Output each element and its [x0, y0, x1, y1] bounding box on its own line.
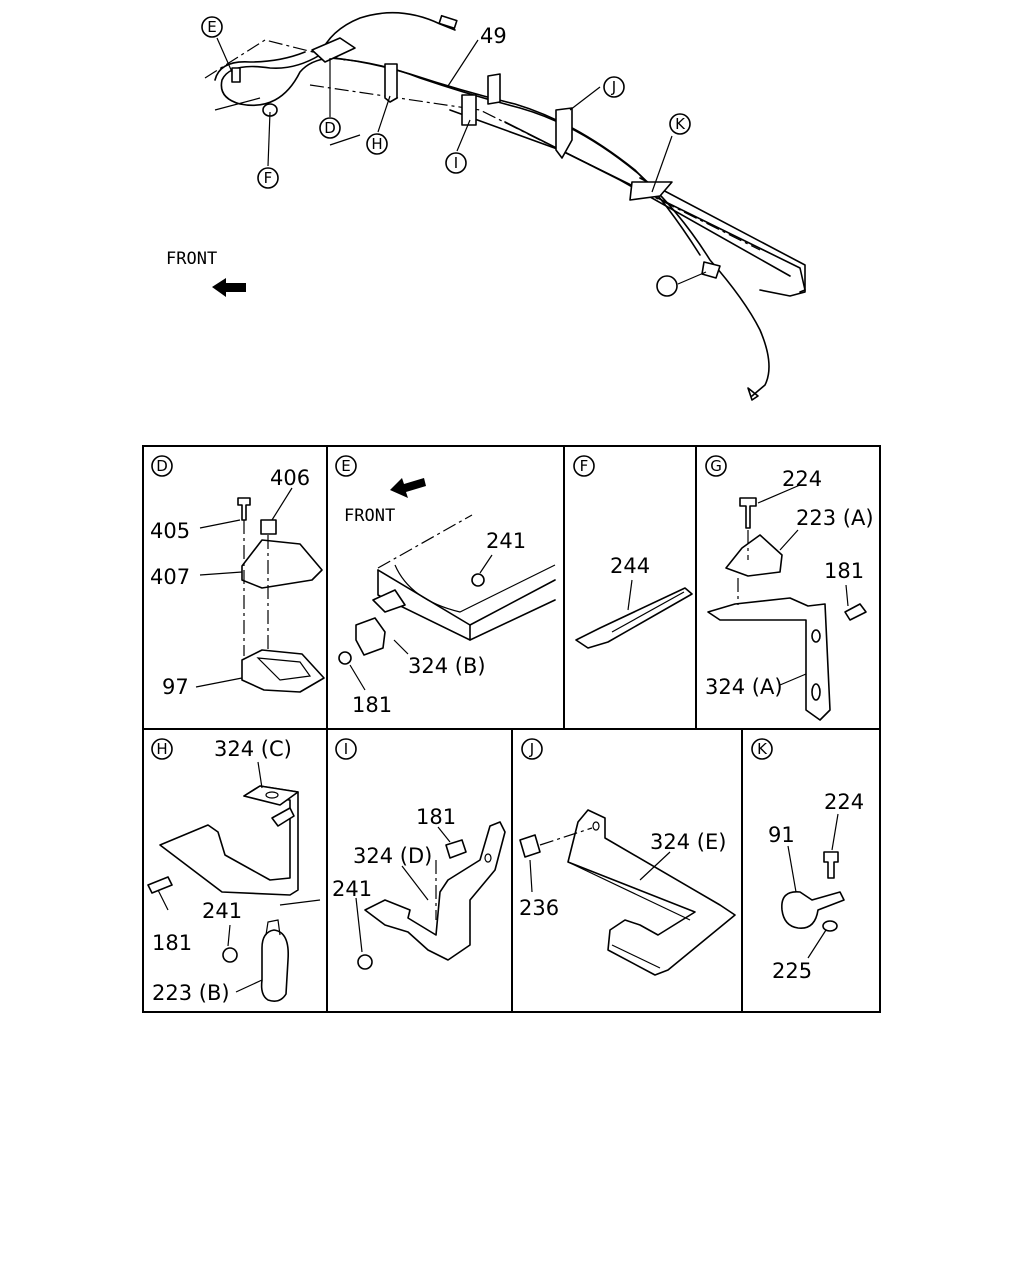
part-label-91: 91: [768, 823, 795, 847]
panel-H: H 324 (C) 181 241 223 (B): [147, 737, 321, 1005]
detail-grid: [142, 445, 881, 1013]
part-label-223-a: 223 (A): [796, 506, 874, 530]
part-label-225: 225: [772, 959, 812, 983]
svg-text:I: I: [454, 154, 458, 172]
svg-text:F: F: [264, 169, 273, 187]
callout-K: [656, 275, 678, 297]
callout-H: I: [445, 152, 467, 174]
overview-drawing: E D H I J K F 49 FRONT: [166, 11, 806, 401]
svg-text:H: H: [371, 135, 382, 153]
svg-text:J: J: [611, 78, 616, 96]
overview-leaders: [216, 37, 707, 285]
panel-G: G 224 223 (A) 181 324 (A): [705, 455, 874, 721]
part-label-324-b: 324 (B): [408, 654, 486, 678]
svg-text:E: E: [207, 18, 216, 36]
panel-K-callout: K: [757, 740, 768, 758]
part-label-223-b: 223 (B): [152, 981, 230, 1005]
svg-text:D: D: [324, 119, 336, 137]
panel-J-callout: J: [529, 740, 534, 758]
callout-F: F: [257, 167, 279, 189]
part-label-407: 407: [150, 565, 190, 589]
panel-D: D 406 405 407 97: [150, 455, 325, 699]
callout-J: K: [669, 113, 691, 135]
front-arrow-icon-detail: [390, 478, 426, 498]
panel-F-callout: F: [580, 457, 589, 475]
part-label-324-e: 324 (E): [650, 830, 726, 854]
part-label-406: 406: [270, 466, 310, 490]
part-label-241: 241: [486, 529, 526, 553]
panel-E-front-label: FRONT: [344, 506, 395, 526]
part-label-405: 405: [150, 519, 190, 543]
panel-H-callout: H: [156, 740, 167, 758]
callout-E: E: [201, 16, 223, 38]
part-label-181-h: 181: [152, 931, 192, 955]
part-label-241-i: 241: [332, 877, 372, 901]
panel-E-callout: E: [341, 457, 350, 475]
part-label-224: 224: [782, 467, 822, 491]
part-label-181-i: 181: [416, 805, 456, 829]
part-label-224-k: 224: [824, 790, 864, 814]
panel-K: K 224 91 225: [751, 738, 864, 983]
part-label-324-c: 324 (C): [214, 737, 292, 761]
panel-I-callout: I: [344, 740, 348, 758]
panel-G-callout: G: [710, 457, 722, 475]
brake-cable: [214, 11, 770, 401]
panel-I: I 181 324 (D) 241: [332, 738, 506, 970]
part-label-49: 49: [480, 24, 507, 48]
part-label-324-d: 324 (D): [353, 844, 432, 868]
front-label: FRONT: [166, 249, 217, 269]
part-label-241-h: 241: [202, 899, 242, 923]
callout-I: J: [603, 76, 625, 98]
part-label-324-a: 324 (A): [705, 675, 783, 699]
panel-F: F 244: [573, 455, 693, 649]
part-label-244: 244: [610, 554, 650, 578]
panel-E: E FRONT 241 324 (B) 181: [335, 455, 556, 717]
part-label-181: 181: [352, 693, 392, 717]
frame-rail: [204, 39, 806, 297]
panel-D-callout: D: [156, 457, 168, 475]
panel-J: J 324 (E) 236: [519, 738, 736, 976]
callout-D: D: [319, 117, 341, 139]
part-label-236: 236: [519, 896, 559, 920]
callout-G: H: [366, 133, 388, 155]
front-arrow-icon: [212, 278, 246, 297]
part-label-97: 97: [162, 675, 189, 699]
part-label-181-g: 181: [824, 559, 864, 583]
svg-text:K: K: [675, 115, 686, 133]
